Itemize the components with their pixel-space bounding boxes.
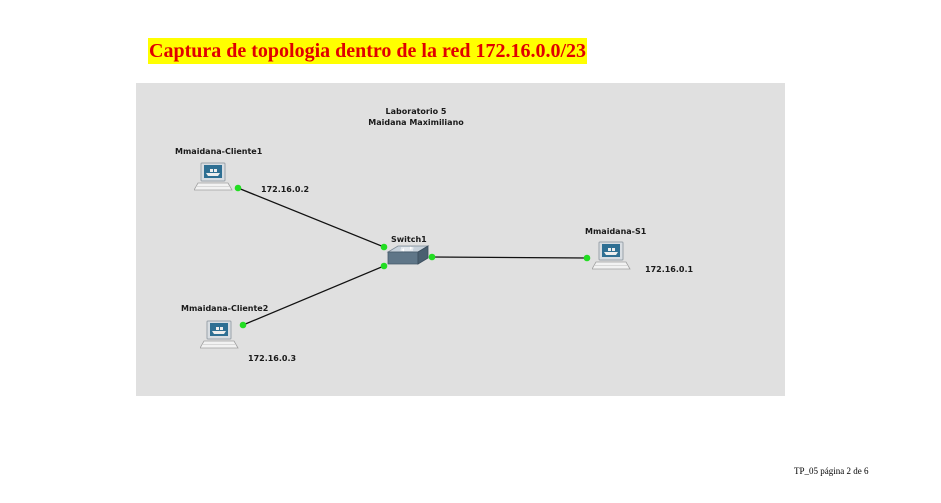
node-ip-cliente1: 172.16.0.2 bbox=[261, 185, 310, 194]
node-name-switch: Switch1 bbox=[391, 235, 427, 244]
computer-icon[interactable] bbox=[194, 161, 234, 195]
computer-icon[interactable] bbox=[592, 240, 632, 274]
lab-author: Maidana Maximiliano bbox=[368, 118, 464, 127]
link-switch-server bbox=[431, 256, 588, 259]
topology-canvas: Laboratorio 5 Maidana Maximiliano Mmaida… bbox=[136, 83, 785, 396]
node-name-server: Mmaidana-S1 bbox=[585, 227, 647, 236]
node-name-cliente2: Mmaidana-Cliente2 bbox=[181, 304, 269, 313]
node-ip-cliente2: 172.16.0.3 bbox=[248, 354, 297, 363]
node-ip-server: 172.16.0.1 bbox=[645, 265, 694, 274]
computer-icon[interactable] bbox=[200, 319, 240, 353]
link-status-dot bbox=[239, 321, 247, 329]
link-status-dot bbox=[380, 262, 388, 270]
node-name-cliente1: Mmaidana-Cliente1 bbox=[175, 147, 263, 156]
link-cliente1-switch bbox=[237, 187, 385, 248]
switch-icon[interactable] bbox=[384, 244, 432, 270]
link-status-dot bbox=[583, 254, 591, 262]
link-status-dot bbox=[380, 243, 388, 251]
link-cliente2-switch bbox=[242, 265, 385, 326]
link-status-dot bbox=[234, 184, 242, 192]
page-title: Captura de topologia dentro de la red 17… bbox=[148, 38, 588, 64]
link-status-dot bbox=[428, 253, 436, 261]
page-number: TP_05 página 2 de 6 bbox=[794, 466, 869, 476]
lab-title: Laboratorio 5 bbox=[385, 107, 447, 116]
topology-links bbox=[234, 184, 591, 329]
